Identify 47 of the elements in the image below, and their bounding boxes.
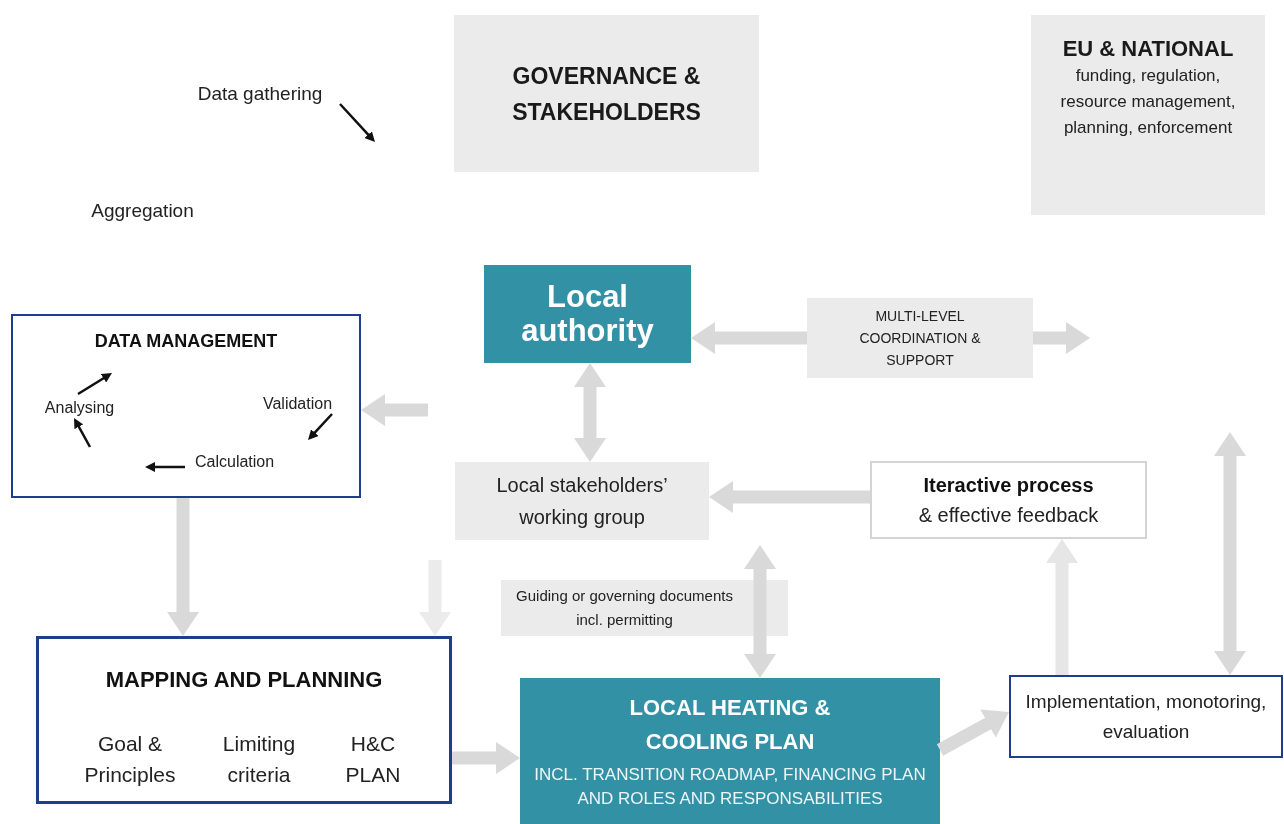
box-title: EU & NATIONAL bbox=[1062, 35, 1234, 63]
step-label: Analysing bbox=[32, 396, 127, 420]
coordination-box bbox=[807, 298, 1033, 378]
arrow bbox=[1046, 539, 1078, 675]
step-label: Validation bbox=[250, 392, 345, 416]
box-body: INCL. TRANSITION ROADMAP, FINANCING PLAN AND ROLES AND RESPONSABILITIES bbox=[533, 764, 927, 810]
column-label: H&C PLAN bbox=[344, 731, 402, 788]
step-label: Calculation bbox=[187, 442, 327, 478]
arrow bbox=[744, 545, 776, 678]
documents-box bbox=[501, 580, 788, 636]
arrow bbox=[574, 363, 606, 462]
arrow bbox=[339, 103, 376, 143]
column-label: Goal & Principles bbox=[83, 731, 177, 788]
box-title: GOVERNANCE & STAKEHOLDERS bbox=[511, 61, 702, 127]
arrow bbox=[691, 322, 807, 354]
implementation-box bbox=[1009, 675, 1283, 758]
arrow bbox=[77, 371, 113, 396]
step-label: Data gathering bbox=[180, 80, 340, 108]
box-title: LOCAL HEATING & COOLING PLAN bbox=[628, 694, 832, 756]
box-label: Implementation, monotoring, evaluation bbox=[1024, 689, 1268, 744]
arrow bbox=[72, 417, 92, 448]
authority-box bbox=[484, 265, 691, 363]
arrow bbox=[452, 742, 520, 774]
box-title: Local authority bbox=[520, 280, 655, 348]
box-title: Iteractive process bbox=[923, 473, 1094, 498]
arrow bbox=[419, 560, 451, 636]
arrow bbox=[1214, 432, 1246, 675]
arrow bbox=[361, 394, 428, 426]
column-label: Limiting criteria bbox=[221, 731, 297, 788]
arrow bbox=[1033, 322, 1090, 354]
box-label: MULTI-LEVEL COORDINATION & SUPPORT bbox=[858, 307, 982, 370]
feedback-box bbox=[870, 461, 1147, 539]
plan-box bbox=[520, 678, 940, 824]
mapping-box bbox=[36, 636, 452, 804]
step-label: Aggregation bbox=[75, 197, 210, 225]
data-management-box bbox=[11, 314, 361, 498]
box-body: funding, regulation, resource management, planning, enforcement bbox=[1059, 65, 1237, 139]
box-label: Guiding or governing documents incl. permitting bbox=[515, 586, 734, 630]
box-title: MAPPING AND PLANNING bbox=[105, 666, 383, 694]
box-body: & effective feedback bbox=[918, 503, 1099, 528]
arrow bbox=[307, 413, 333, 441]
box-title: DATA MANAGEMENT bbox=[94, 330, 278, 353]
arrow bbox=[145, 462, 185, 472]
arrow bbox=[167, 498, 199, 636]
working-group-box bbox=[455, 462, 709, 540]
arrow bbox=[709, 481, 870, 513]
box-label: Local stakeholders’ working group bbox=[495, 473, 669, 530]
